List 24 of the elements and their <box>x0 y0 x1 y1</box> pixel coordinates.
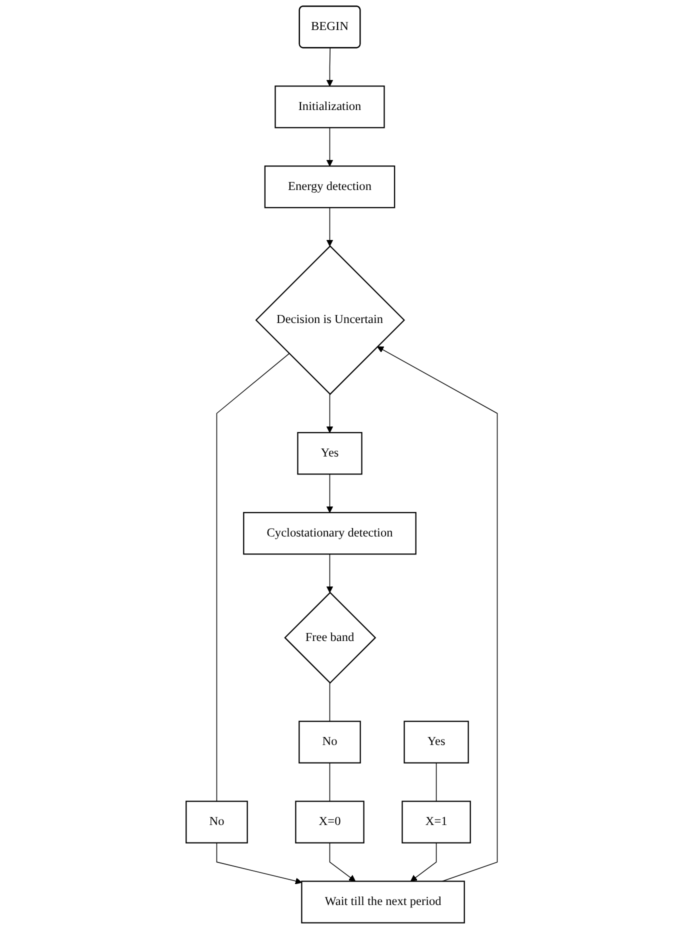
node-box: Cyclostationary detection <box>243 512 417 555</box>
node-diamond: Free band <box>284 592 376 684</box>
arrow <box>410 842 437 882</box>
node-box: No <box>186 800 248 844</box>
arrow <box>330 842 356 882</box>
arrow <box>326 48 334 86</box>
node-box: Energy detection <box>264 166 396 208</box>
node-box: Wait till the next period <box>301 880 466 924</box>
node-box: No <box>298 720 362 764</box>
node-box: Initialization <box>274 86 386 128</box>
arrow <box>326 394 334 433</box>
node-box: Yes <box>297 432 363 475</box>
arrow <box>326 207 334 246</box>
node-box: X=0 <box>295 800 365 844</box>
node-box: X=1 <box>402 800 472 844</box>
arrow <box>326 554 334 593</box>
arrow <box>326 127 334 166</box>
node-box: Yes <box>404 720 470 764</box>
node-diamond: Decision is Uncertain <box>256 245 406 395</box>
connector <box>216 353 290 802</box>
arrow <box>216 842 302 884</box>
arrow <box>326 474 334 513</box>
connector <box>436 762 437 802</box>
arrow <box>377 346 498 882</box>
